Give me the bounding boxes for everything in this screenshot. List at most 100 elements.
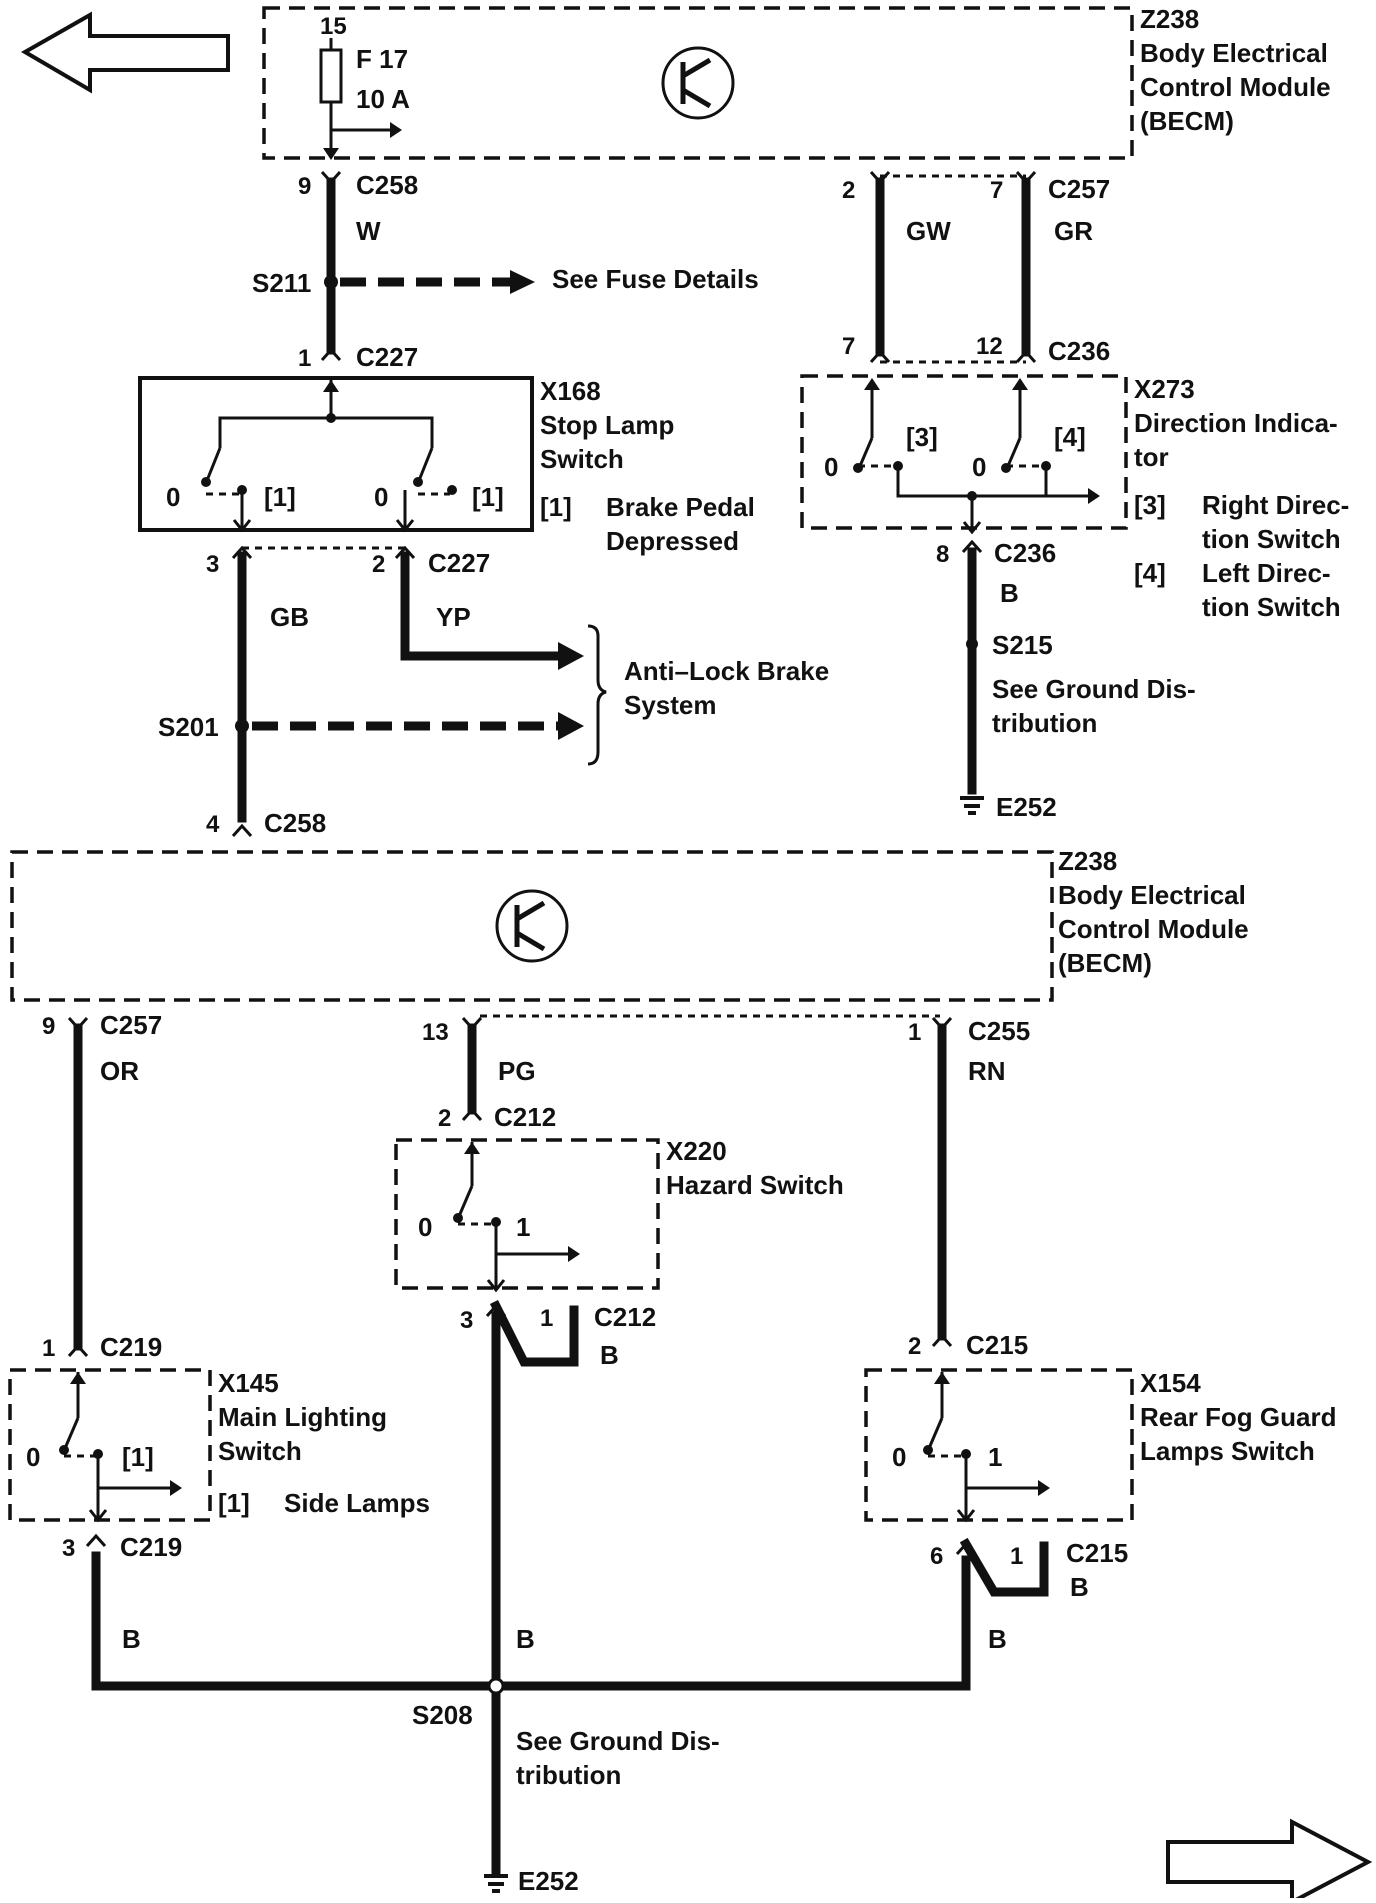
next-page-arrow-icon[interactable] bbox=[1166, 1818, 1373, 1903]
pin-2-c227: 2 bbox=[372, 551, 385, 578]
wire-color-b-right: B bbox=[988, 1624, 1007, 1654]
stop-lamp-switch-box bbox=[138, 376, 534, 532]
main-legend: Side Lamps bbox=[284, 1488, 430, 1518]
stop-lamp-name-1: Stop Lamp bbox=[540, 410, 674, 440]
ground-e252-bottom: E252 bbox=[518, 1866, 579, 1896]
pin-2-c212: 2 bbox=[438, 1105, 451, 1132]
fog-out-pin-1: 1 bbox=[1010, 1543, 1023, 1570]
connector-c236-top: C236 bbox=[1048, 336, 1110, 366]
wire-color-b-dir: B bbox=[1000, 578, 1019, 608]
connector-c219-bottom: C219 bbox=[120, 1532, 182, 1562]
pin-1-c255: 1 bbox=[908, 1019, 921, 1046]
direction-name-2: tor bbox=[1134, 442, 1169, 472]
fuse-name: F 17 bbox=[356, 44, 408, 74]
stop-legend-line2: Depressed bbox=[606, 526, 739, 556]
pin-7-c236: 7 bbox=[842, 333, 855, 360]
rear-fog-switch-symbol bbox=[923, 1372, 1050, 1523]
abs-line1: Anti–Lock Brake bbox=[624, 656, 829, 686]
hazard-switch-symbol bbox=[453, 1142, 580, 1293]
wire-yp bbox=[400, 551, 565, 661]
pin-9-c257: 9 bbox=[42, 1013, 55, 1040]
pin-2-c215: 2 bbox=[908, 1333, 921, 1360]
see-ground-dist-1: See Ground Dis- bbox=[992, 674, 1196, 704]
becm-top-box bbox=[262, 6, 1134, 160]
stop-lamp-name-2: Switch bbox=[540, 444, 624, 474]
hazard-pos-0: 0 bbox=[418, 1212, 432, 1242]
pin-1-c227: 1 bbox=[298, 345, 311, 372]
pin-2-c257: 2 bbox=[842, 177, 855, 204]
becm-bottom-name-3: (BECM) bbox=[1058, 948, 1152, 978]
see-fuse-details: See Fuse Details bbox=[552, 264, 759, 294]
connector-c215-top: C215 bbox=[966, 1330, 1028, 1360]
see-ground-dist-2: tribution bbox=[992, 708, 1097, 738]
stop-pos-0b: 0 bbox=[374, 482, 388, 512]
main-lighting-name-2: Switch bbox=[218, 1436, 302, 1466]
connector-c227-bottom: C227 bbox=[428, 548, 490, 578]
hazard-switch-box bbox=[394, 1138, 660, 1290]
connector-c212-top: C212 bbox=[494, 1102, 556, 1132]
pin-4-c258: 4 bbox=[206, 811, 220, 838]
dir-pos-0b: 0 bbox=[972, 452, 986, 482]
pin-1-c219: 1 bbox=[42, 1335, 55, 1362]
ground-icon bbox=[960, 796, 984, 815]
becm-bottom-id: Z238 bbox=[1058, 846, 1117, 876]
direction-name-1: Direction Indica- bbox=[1134, 408, 1338, 438]
connector-c219-top: C219 bbox=[100, 1332, 162, 1362]
becm-top-name-3: (BECM) bbox=[1140, 106, 1234, 136]
becm-top-id: Z238 bbox=[1140, 4, 1199, 34]
wire-color-b-left: B bbox=[122, 1624, 141, 1654]
wire-color-b-hazard: B bbox=[600, 1340, 619, 1370]
rear-fog-switch-box bbox=[864, 1368, 1134, 1522]
direction-legend4-2: tion Switch bbox=[1202, 592, 1341, 622]
wire-color-gr: GR bbox=[1054, 216, 1093, 246]
connector-c236-bottom: C236 bbox=[994, 538, 1056, 568]
dir-pos-0a: 0 bbox=[824, 452, 838, 482]
wire-color-gb: GB bbox=[270, 602, 309, 632]
main-legend-key: [1] bbox=[218, 1488, 250, 1518]
connector-c258-bottom: C258 bbox=[264, 808, 326, 838]
connector-c212-bottom: C212 bbox=[594, 1302, 656, 1332]
wire-color-b-mid: B bbox=[516, 1624, 535, 1654]
direction-key3: [3] bbox=[1134, 490, 1166, 520]
becm-bottom-box bbox=[10, 850, 1054, 1002]
fog-out-pin-6: 6 bbox=[930, 1543, 943, 1570]
direction-id: X273 bbox=[1134, 374, 1195, 404]
fog-pos-0: 0 bbox=[892, 1442, 906, 1472]
splice-s215: S215 bbox=[992, 630, 1053, 660]
hazard-name: Hazard Switch bbox=[666, 1170, 844, 1200]
connector-c257-top: C257 bbox=[1048, 174, 1110, 204]
pin-7-c257: 7 bbox=[990, 177, 1003, 204]
direction-indicator-symbol bbox=[853, 378, 1100, 535]
main-pos-0: 0 bbox=[26, 1442, 40, 1472]
wire-color-b-fog: B bbox=[1070, 1572, 1089, 1602]
abs-line2: System bbox=[624, 690, 717, 720]
hazard-pos-1: 1 bbox=[516, 1212, 530, 1242]
wire-color-rn: RN bbox=[968, 1056, 1006, 1086]
direction-legend3-1: Right Direc- bbox=[1202, 490, 1349, 520]
wire-color-or: OR bbox=[100, 1056, 139, 1086]
direction-indicator-box bbox=[800, 374, 1128, 530]
wire-color-yp: YP bbox=[436, 602, 471, 632]
main-lighting-name-1: Main Lighting bbox=[218, 1402, 387, 1432]
fuse-rating: 10 A bbox=[356, 84, 410, 114]
becm-top-name-1: Body Electrical bbox=[1140, 38, 1328, 68]
stop-pos-1b: [1] bbox=[472, 482, 504, 512]
pin-3-c227: 3 bbox=[206, 551, 219, 578]
main-lighting-id: X145 bbox=[218, 1368, 279, 1398]
splice-s211: S211 bbox=[252, 268, 311, 298]
main-pos-1: [1] bbox=[122, 1442, 154, 1472]
splice-s215-dot bbox=[966, 638, 978, 650]
rear-fog-name-1: Rear Fog Guard bbox=[1140, 1402, 1336, 1432]
stop-pos-1a: [1] bbox=[264, 482, 296, 512]
fuse-symbol bbox=[319, 38, 402, 160]
connector-c258-top: C258 bbox=[356, 170, 418, 200]
previous-page-arrow-icon[interactable] bbox=[20, 11, 230, 94]
stop-lamp-id: X168 bbox=[540, 376, 601, 406]
splice-s211-dot bbox=[324, 275, 338, 289]
pin-9-c258: 9 bbox=[298, 173, 311, 200]
rear-fog-name-2: Lamps Switch bbox=[1140, 1436, 1315, 1466]
ground-icon-bottom bbox=[484, 1874, 508, 1893]
main-out-pin-3: 3 bbox=[62, 1535, 75, 1562]
ground-bus bbox=[91, 1551, 971, 1691]
